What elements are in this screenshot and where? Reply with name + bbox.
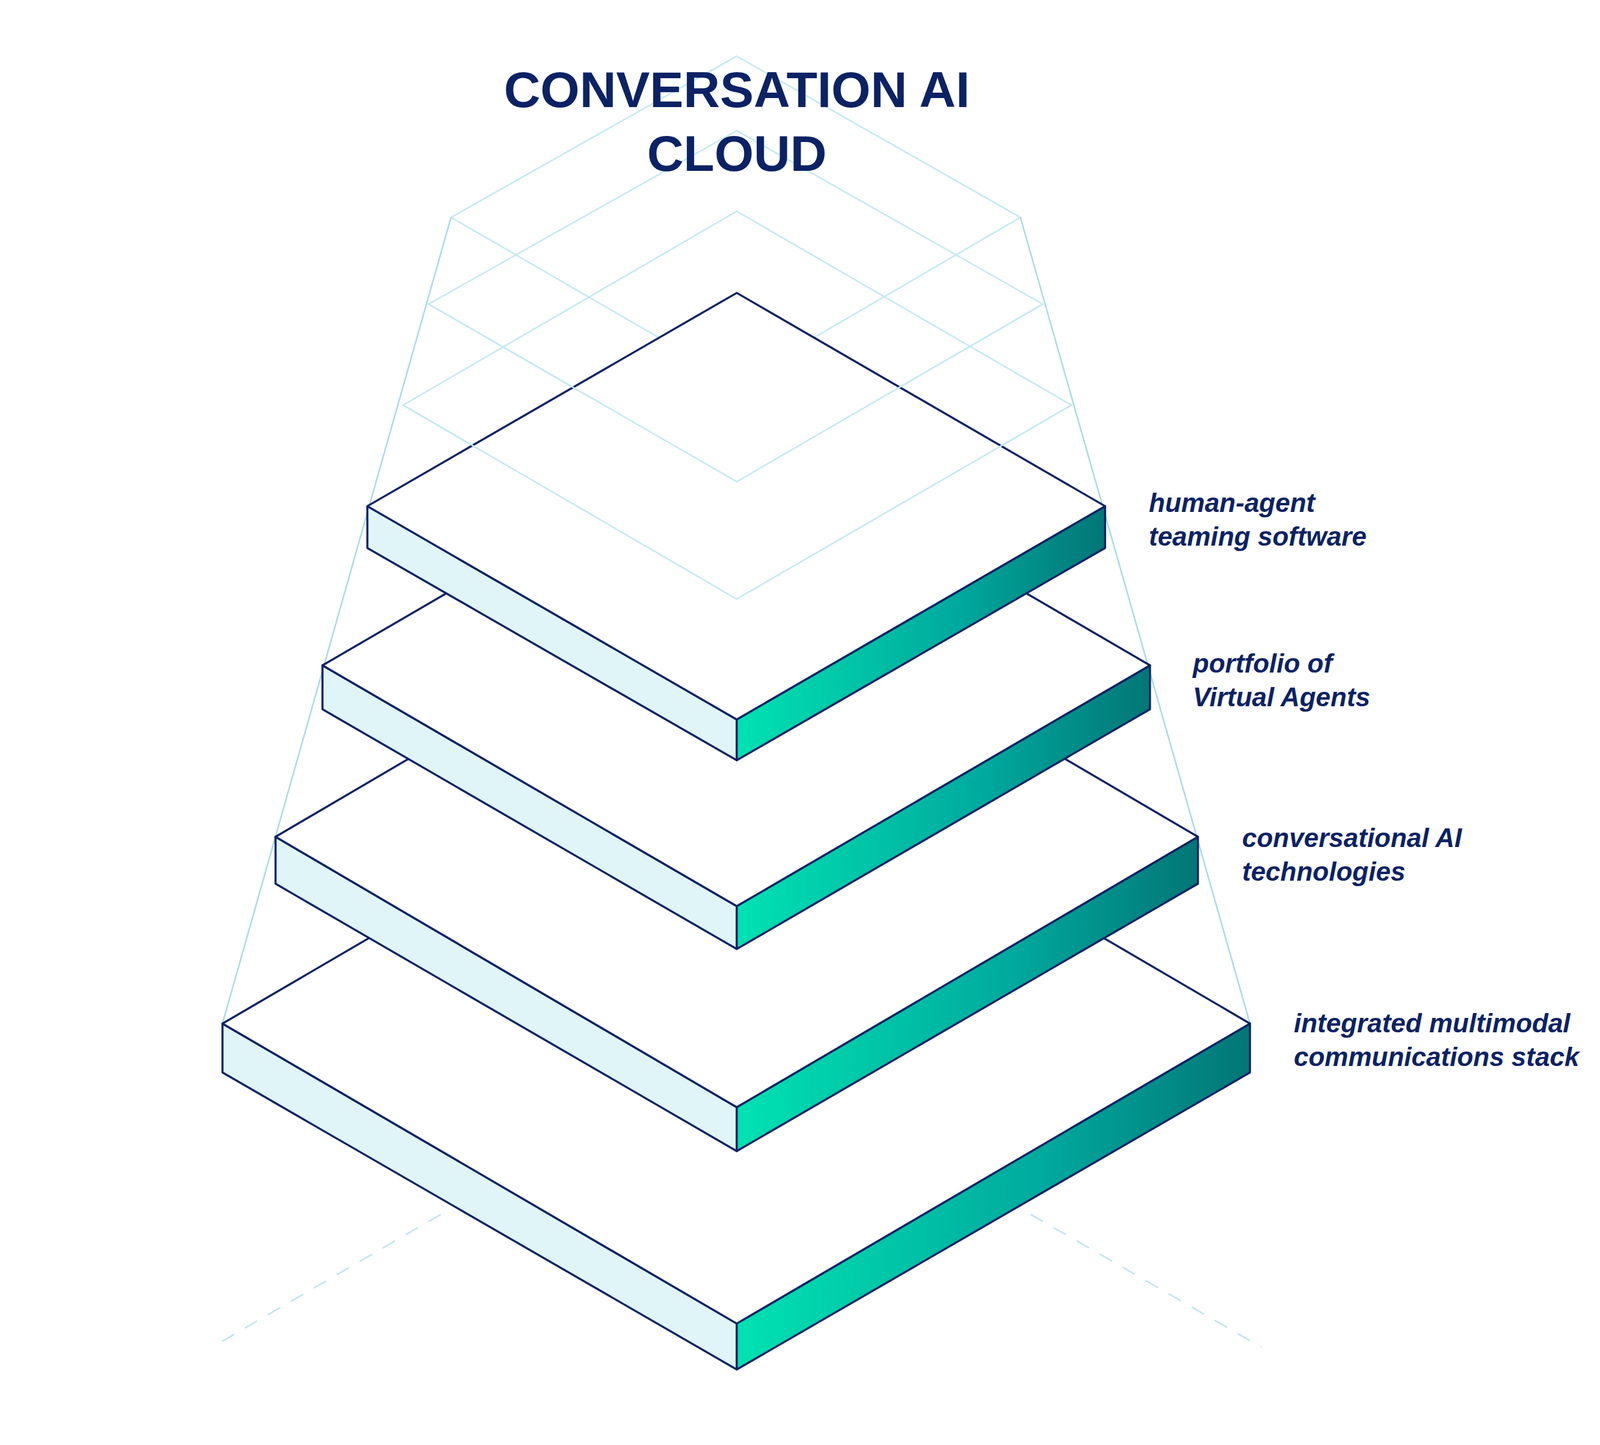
layer-label: portfolio of Virtual Agents bbox=[1192, 646, 1374, 714]
layer-label: human-agent teaming software bbox=[1148, 486, 1371, 554]
slab-1 bbox=[367, 292, 1105, 761]
diagram-title: CONVERSATION AI CLOUD bbox=[502, 57, 973, 186]
layer-label: integrated multimodal communications sta… bbox=[1293, 1006, 1583, 1074]
ghost-grid-front bbox=[403, 304, 1072, 600]
layer-label: conversational AI technologies bbox=[1242, 821, 1466, 889]
